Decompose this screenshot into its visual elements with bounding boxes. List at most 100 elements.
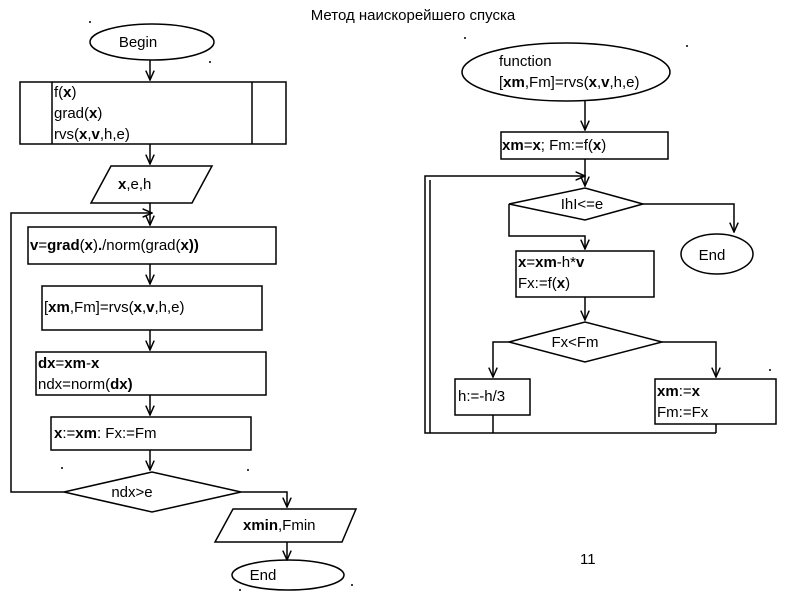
exit-line xyxy=(241,491,287,507)
text-line: Fm:=Fx xyxy=(657,402,708,423)
text-line: dx=xm-x xyxy=(38,353,133,374)
text-line: v=grad(x)./norm(grad(x)) xyxy=(30,235,199,256)
rvs-call-text: [xm,Fm]=rvs(x,v,h,e) xyxy=(44,297,184,318)
dot xyxy=(464,37,466,39)
text-run: dx xyxy=(110,376,128,393)
function-text: function [xm,Fm]=rvs(x,v,h,e) xyxy=(499,51,639,93)
function-end-label: End xyxy=(699,247,726,264)
text-run: xm xyxy=(48,299,70,316)
text-run: ; Fm:=f( xyxy=(540,137,593,154)
text-run: x xyxy=(79,126,88,143)
text-run: x xyxy=(89,105,98,122)
text-run: : Fx:=Fm xyxy=(96,425,157,442)
text-run: Fm:=Fx xyxy=(657,404,709,421)
text-run: dx xyxy=(38,355,56,372)
text-run: xm xyxy=(503,74,525,91)
function-end-terminal xyxy=(680,233,754,275)
text-run: , xyxy=(596,74,602,91)
text-run: -h* xyxy=(556,254,576,271)
text-run: v xyxy=(601,74,610,91)
text-run: function xyxy=(499,53,552,70)
text-run: grad xyxy=(47,237,80,254)
end-label: End xyxy=(250,567,277,584)
output-text: xmin,Fmin xyxy=(243,515,316,536)
text-run: = xyxy=(526,254,536,271)
text-run: ) xyxy=(97,105,103,122)
text-run: ) xyxy=(565,275,571,292)
dot xyxy=(769,369,771,371)
text-run: , xyxy=(87,126,92,143)
dot xyxy=(247,469,249,471)
text-run: ,h,e) xyxy=(99,126,130,143)
page-number: 11 xyxy=(580,551,596,568)
yes-branch-line xyxy=(662,341,716,377)
text-run: x xyxy=(691,383,700,400)
text-run: , xyxy=(141,299,147,316)
text-run: ,Fm]=rvs( xyxy=(69,299,134,316)
text-run: x xyxy=(90,355,100,372)
text-line: [xm,Fm]=rvs(x,v,h,e) xyxy=(499,72,639,93)
text-run: := xyxy=(62,425,76,442)
begin-label: Begin xyxy=(119,34,157,51)
procedures-block xyxy=(19,81,287,145)
dot xyxy=(351,584,353,586)
text-run: xm xyxy=(64,355,86,372)
yes-line xyxy=(643,203,734,232)
text-line: [xm,Fm]=rvs(x,v,h,e) xyxy=(44,297,184,318)
h-condition-label: IhI<=e xyxy=(561,196,604,213)
text-run: [ xyxy=(44,299,49,316)
x-update-block xyxy=(50,416,252,451)
text-run: ,h,e) xyxy=(609,74,640,91)
text-run: xm xyxy=(657,383,679,400)
text-run: ,e,h xyxy=(126,176,152,193)
text-run: ) xyxy=(92,237,98,254)
text-line: rvs(x,v,h,e) xyxy=(54,124,130,145)
page-title: Метод наискорейшего спуска xyxy=(310,7,516,24)
no-line xyxy=(508,204,585,249)
decorative-dots xyxy=(61,21,771,591)
dot xyxy=(89,21,91,23)
x-update-text: x:=xm: Fx:=Fm xyxy=(54,423,157,444)
text-line: Fx:=f(x) xyxy=(518,273,584,294)
text-run: xm xyxy=(75,425,97,442)
v-assign-text: v=grad(x)./norm(grad(x)) xyxy=(30,235,199,256)
dot xyxy=(61,467,63,469)
v-assign-block xyxy=(27,226,277,265)
text-line: grad(x) xyxy=(54,103,130,124)
text-line: xmin,Fmin xyxy=(243,515,316,536)
text-run: := xyxy=(678,383,692,400)
text-run: x xyxy=(592,137,602,154)
dot xyxy=(239,589,241,591)
text-run: v xyxy=(146,299,155,316)
text-run: /norm(grad( xyxy=(102,237,181,254)
text-run: x xyxy=(532,137,541,154)
text-line: x=xm-h*v xyxy=(518,252,584,273)
ndx-condition-label: ndx>e xyxy=(111,484,152,501)
shrink-text: h:=-h/3 xyxy=(458,388,506,405)
text-run: )) xyxy=(188,237,199,254)
text-run: x xyxy=(588,74,597,91)
text-line: function xyxy=(499,51,639,72)
input-text: x,e,h xyxy=(118,174,151,195)
loop-return-line xyxy=(424,176,716,434)
text-run: x xyxy=(180,237,189,254)
text-run: ) xyxy=(127,376,133,393)
text-run: - xyxy=(85,355,91,372)
text-run: v xyxy=(30,237,39,254)
text-run: xm xyxy=(535,254,557,271)
text-run: ) xyxy=(601,137,607,154)
text-run: x xyxy=(133,299,142,316)
init-text: xm=x; Fm:=f(x) xyxy=(502,135,606,156)
text-run: x xyxy=(63,84,72,101)
text-run: = xyxy=(523,137,533,154)
text-run: x xyxy=(84,237,93,254)
input-block xyxy=(89,165,214,204)
begin-terminal xyxy=(89,23,215,61)
text-run: = xyxy=(55,355,65,372)
text-run: rvs( xyxy=(54,126,79,143)
dot xyxy=(209,61,211,63)
dx-block xyxy=(35,351,267,396)
text-run: xm xyxy=(502,137,524,154)
